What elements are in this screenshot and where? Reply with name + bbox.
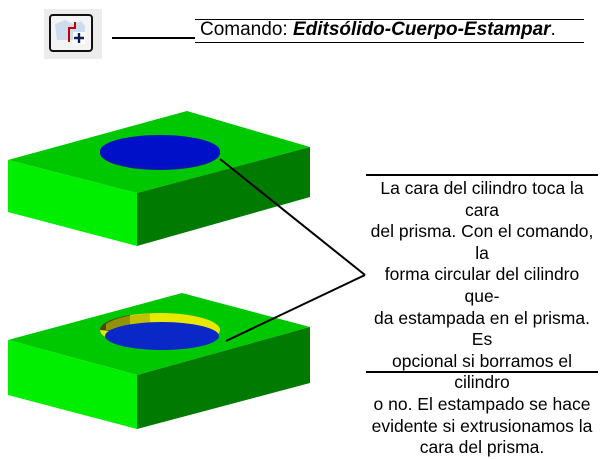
desc-line: La cara del cilindro toca la cara [380,178,584,220]
command-caption: Comando: Editsólido-Cuerpo-Estampar. [200,19,556,41]
leader-line [112,37,195,39]
desc-line: cara del prisma. [419,437,545,458]
callout-line-top [219,158,366,276]
extrude-imprint-icon [55,20,85,44]
command-suffix: . [550,19,556,40]
callout-line-bottom [225,274,366,342]
imprint-command-button[interactable] [49,14,93,52]
prism-top [8,111,310,246]
desc-line: da estampada en el prisma. Es [374,307,590,350]
desc-line: evidente si extrusionamos la [371,415,593,436]
desc-line: opcional si borramos el cilindro [392,350,572,393]
rule-bottom [195,42,584,43]
command-prefix: Comando: [200,19,293,40]
prism-bottom [8,293,310,429]
desc-line: forma circular del cilindro que- [384,264,580,306]
illustration [8,111,598,429]
desc-line: o no. El estampado se hace [373,393,591,414]
description-text: La cara del cilindro toca la cara del pr… [365,178,599,459]
desc-line: del prisma. Con el comando, la [370,221,594,263]
command-name: Editsólido-Cuerpo-Estampar [292,19,551,40]
rule-top [195,19,584,20]
